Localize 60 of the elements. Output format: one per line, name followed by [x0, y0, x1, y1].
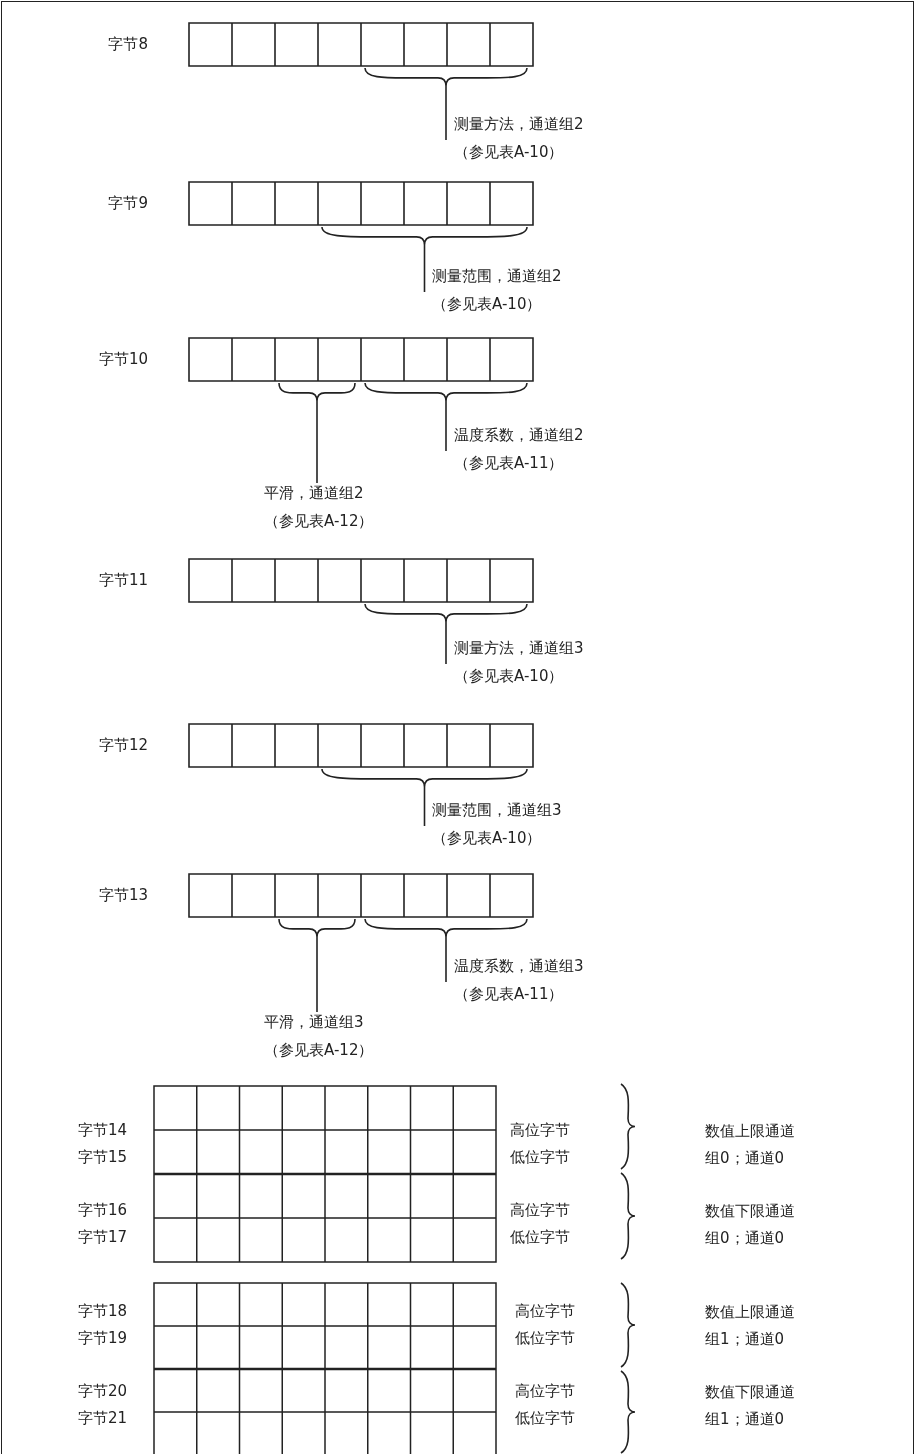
byte-label: 字节20 [78, 1381, 128, 1401]
byte-half-label: 低位字节 [515, 1328, 575, 1348]
curly-brace [278, 383, 356, 401]
byte-half-label: 高位字节 [510, 1200, 570, 1220]
curly-brace [364, 919, 528, 937]
byte-label: 字节18 [78, 1301, 128, 1321]
callout-text: 测量范围，通道组2 [432, 266, 562, 286]
byte-label: 字节15 [78, 1147, 128, 1167]
table-reference: （参见表A-11） [454, 453, 565, 473]
table-reference: （参见表A-10） [432, 828, 543, 848]
callout-text: 测量方法，通道组2 [454, 114, 584, 134]
byte-half-label: 低位字节 [515, 1408, 575, 1428]
range-description: 数值下限通道组1；通道0 [705, 1382, 796, 1430]
range-description: 数值上限通道组1；通道0 [705, 1302, 796, 1350]
leader-line [445, 936, 447, 983]
callout-text: 温度系数，通道组3 [454, 956, 584, 976]
byte-label: 字节8 [108, 34, 148, 54]
byte-half-label: 高位字节 [510, 1120, 570, 1140]
leader-line [316, 936, 318, 1013]
leader-line [316, 400, 318, 484]
byte-half-label: 高位字节 [515, 1381, 575, 1401]
leader-line [445, 400, 447, 452]
callout-text: 测量方法，通道组3 [454, 638, 584, 658]
curly-brace [278, 919, 356, 937]
curly-brace [364, 604, 528, 622]
table-reference: （参见表A-10） [432, 294, 543, 314]
curly-brace [364, 68, 528, 86]
callout-text: 测量范围，通道组3 [432, 800, 562, 820]
byte-label: 字节16 [78, 1200, 128, 1220]
byte-label: 字节10 [98, 349, 148, 369]
range-description: 数值下限通道组0；通道0 [705, 1201, 796, 1249]
byte-label: 字节13 [98, 885, 148, 905]
table-reference: （参见表A-10） [454, 666, 565, 686]
byte-label: 字节17 [78, 1227, 128, 1247]
leader-line [423, 786, 426, 827]
byte-table [153, 1282, 497, 1454]
curly-brace [321, 769, 528, 787]
byte-label: 字节9 [108, 193, 148, 213]
curly-brace [321, 227, 528, 245]
callout-text: 平滑，通道组2 [264, 483, 365, 503]
leader-line [445, 621, 447, 665]
table-reference: （参见表A-11） [454, 984, 565, 1004]
byte-table [153, 1085, 497, 1263]
table-reference: （参见表A-12） [264, 1040, 374, 1060]
byte-label: 字节11 [98, 570, 148, 590]
byte-half-label: 高位字节 [515, 1301, 575, 1321]
callout-text: 温度系数，通道组2 [454, 425, 584, 445]
leader-line [445, 85, 447, 141]
range-description: 数值上限通道组0；通道0 [705, 1121, 796, 1169]
curly-brace [364, 383, 528, 401]
table-reference: （参见表A-10） [454, 142, 565, 162]
callout-text: 平滑，通道组3 [264, 1012, 365, 1032]
byte-half-label: 低位字节 [510, 1147, 570, 1167]
byte-label: 字节21 [78, 1408, 128, 1428]
byte-label: 字节19 [78, 1328, 128, 1348]
byte-label: 字节12 [98, 735, 148, 755]
leader-line [423, 244, 426, 293]
table-reference: （参见表A-12） [264, 511, 374, 531]
byte-label: 字节14 [78, 1120, 128, 1140]
byte-half-label: 低位字节 [510, 1227, 570, 1247]
